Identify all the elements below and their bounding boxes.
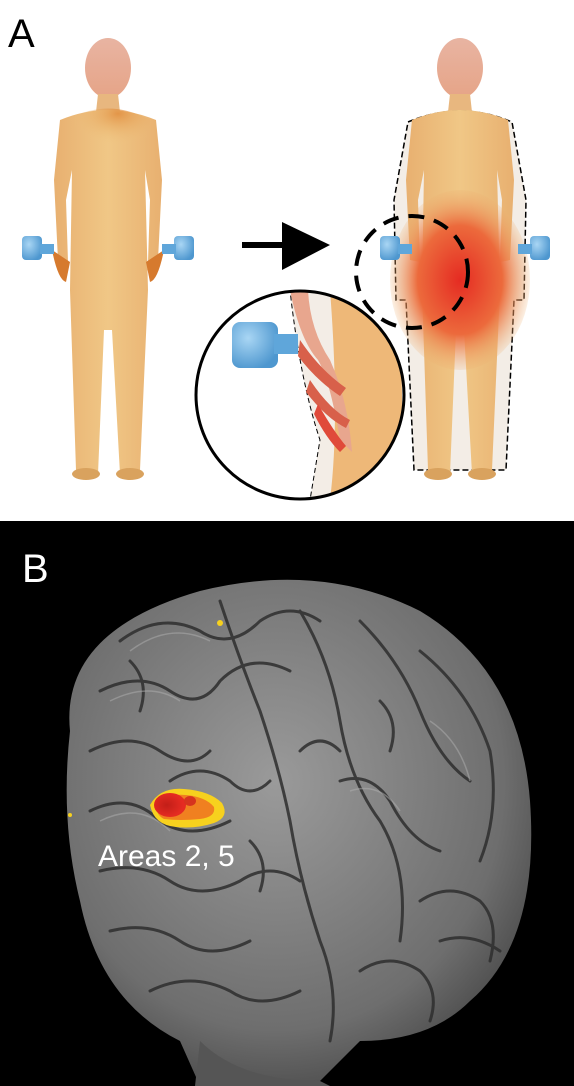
panel-label-b: B — [22, 549, 49, 589]
brain-surface — [67, 580, 532, 1086]
panel-a: A — [0, 0, 574, 521]
head-left — [85, 38, 131, 98]
panel-label-a: A — [8, 14, 35, 54]
dumbbell-icon — [162, 236, 194, 260]
brain-render — [0, 521, 574, 1086]
figure-left — [22, 38, 194, 480]
panel-b: B — [0, 521, 574, 1086]
magnified-inset — [196, 290, 404, 500]
body-left — [54, 110, 162, 474]
arrow-right-icon — [242, 222, 330, 270]
head-right — [437, 38, 483, 98]
panel-a-illustration — [0, 0, 574, 521]
region-label: Areas 2, 5 — [98, 842, 235, 872]
dumbbell-icon — [22, 236, 54, 260]
